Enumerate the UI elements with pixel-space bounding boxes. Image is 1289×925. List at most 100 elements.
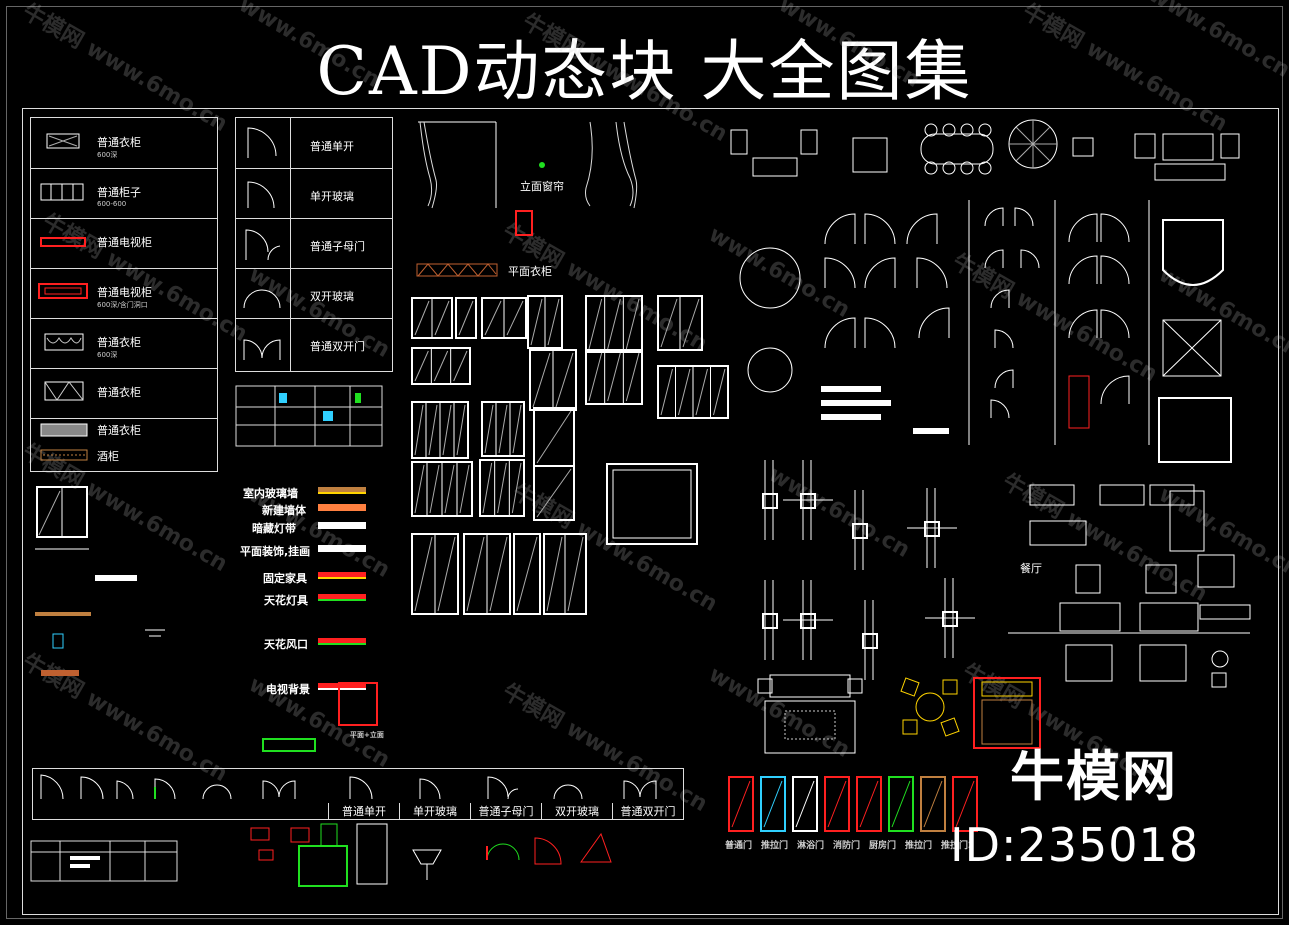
door-diagonal xyxy=(891,780,911,828)
brand-id-text: ID:235018 xyxy=(950,818,1200,872)
tv-cabinet-icon xyxy=(40,237,86,247)
symbol-legend-label: 电视背景 xyxy=(266,683,310,696)
legend-label: 普通衣柜 xyxy=(97,136,141,149)
window-frame xyxy=(533,465,575,521)
window-hatch xyxy=(498,404,508,454)
legend-label: 普通衣柜 xyxy=(97,424,141,437)
window-hatch xyxy=(682,298,700,348)
chair-icon xyxy=(978,123,992,137)
door-swing xyxy=(1068,255,1098,285)
window-hatch xyxy=(433,350,449,382)
symbol-swatch xyxy=(318,487,366,494)
sofa-plan xyxy=(1099,484,1145,506)
door-swing xyxy=(1100,309,1130,339)
window-hatch xyxy=(511,462,522,514)
outer-border xyxy=(6,6,1283,919)
window-hatch xyxy=(489,536,508,612)
door-swing-strip xyxy=(40,774,296,800)
sofa-plan xyxy=(1029,484,1075,506)
legend-row: 普通衣柜 600深 xyxy=(31,118,217,169)
door-swing xyxy=(990,289,1010,309)
door-label: 双开玻璃 xyxy=(310,290,354,303)
elevation-door-label: 厨房门 xyxy=(869,841,897,851)
wardrobe-icon xyxy=(46,133,80,149)
elevation-door-label: 淋浴门 xyxy=(797,841,825,851)
red-door-panel xyxy=(1068,375,1090,429)
door-swing xyxy=(994,329,1014,349)
door-swing xyxy=(1068,213,1098,243)
window-hatch xyxy=(660,368,673,416)
symbol-legend-label: 固定家具 xyxy=(263,572,307,585)
window-hatch xyxy=(484,300,502,336)
window-elevations xyxy=(411,295,729,615)
window-hatch xyxy=(536,410,572,464)
elevation-door xyxy=(760,776,786,832)
symbol-swatch xyxy=(318,504,366,511)
legend-sub: 酒柜 xyxy=(97,450,119,463)
living-room-plan xyxy=(757,674,863,754)
column-junction xyxy=(800,493,816,509)
legend-sub: 600深/含门洞口 xyxy=(97,301,148,309)
legend-row: 普通衣柜 600深 xyxy=(31,318,217,369)
revolving-door-icon xyxy=(739,247,801,309)
door-swing xyxy=(864,213,896,245)
door-swing-symbols xyxy=(739,200,1232,463)
elevation-door xyxy=(824,776,850,832)
mother-child-door-icon xyxy=(245,229,281,261)
column-junction xyxy=(942,611,958,627)
window-hatch xyxy=(607,298,621,350)
window-hatch xyxy=(555,352,574,408)
window-hatch xyxy=(484,404,494,454)
brand-logo-text: 牛模网 xyxy=(1010,745,1178,808)
door-caption: 普通子母门 xyxy=(470,803,541,819)
round-table-icon xyxy=(900,677,960,737)
dining-set-plan xyxy=(1139,644,1187,682)
wardrobe-label: 平面衣柜 xyxy=(508,265,552,278)
stool-icon xyxy=(1211,672,1227,688)
umbrella-rib xyxy=(1015,143,1034,162)
window-hatch xyxy=(414,464,425,514)
keyboard-icon xyxy=(1154,163,1226,181)
symbol-swatch xyxy=(318,683,366,690)
umbrella-rib xyxy=(1015,126,1034,145)
umbrella-rib xyxy=(1032,143,1051,162)
elevation-door xyxy=(952,776,978,832)
dining-label: 餐厅 xyxy=(1020,562,1042,575)
door-swing xyxy=(1020,249,1040,269)
symbol-swatch xyxy=(318,572,366,579)
sofa-plan xyxy=(1149,484,1195,506)
wardrobe-plan-strip xyxy=(416,263,498,277)
door-caption: 普通单开 xyxy=(328,803,399,819)
armchair-icon xyxy=(1072,137,1094,157)
elevation-door-label: 推拉门 xyxy=(905,841,933,851)
door-swing xyxy=(1100,213,1130,243)
armchair-icon xyxy=(730,129,748,155)
symbol-swatch xyxy=(318,638,366,645)
legend-label: 普通柜子 xyxy=(97,186,141,199)
window-frame xyxy=(479,459,525,517)
door-swing xyxy=(1100,255,1130,285)
window-hatch xyxy=(456,404,466,456)
wall-junctions xyxy=(762,460,975,680)
page-title: CAD动态块 大全图集 xyxy=(316,33,973,110)
cabinet-icon xyxy=(40,183,84,201)
window-hatch xyxy=(516,536,538,612)
door-caption: 双开玻璃 xyxy=(541,803,612,819)
door-row: 普通子母门 xyxy=(236,218,392,269)
window-hatch xyxy=(588,298,603,350)
desk-phone-icon xyxy=(1134,133,1156,159)
symbol-legend-label: 室内玻璃墙 xyxy=(243,487,298,500)
bathroom-fixtures xyxy=(250,823,612,887)
window-hatch xyxy=(547,298,560,346)
window-hatch xyxy=(625,352,640,402)
chair-icon xyxy=(924,123,938,137)
elevation-door-label: 消防门 xyxy=(833,841,861,851)
window-hatch xyxy=(532,352,551,408)
symbol-swatch xyxy=(318,545,366,552)
elevation-door xyxy=(792,776,818,832)
window-section-icon xyxy=(35,486,89,550)
elevation-door xyxy=(856,776,882,832)
symbol-legend-label: 天花灯具 xyxy=(264,594,308,607)
door-diagonal xyxy=(923,780,943,828)
chair-icon xyxy=(924,161,938,175)
